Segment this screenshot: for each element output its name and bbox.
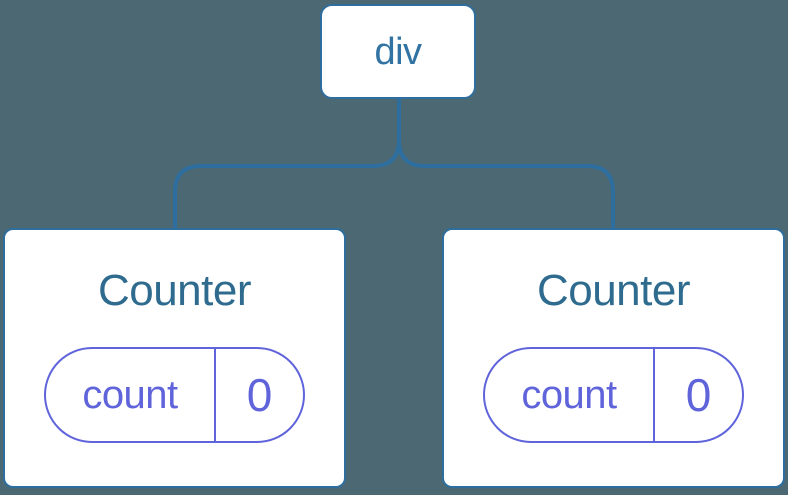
counter-node-left: Counter count 0 [3, 228, 346, 488]
connector-branch-left [173, 99, 401, 228]
state-value-cell: 0 [655, 349, 742, 441]
state-name: count [82, 372, 178, 417]
counter-title: Counter [97, 266, 252, 315]
root-node-div: div [320, 4, 476, 99]
counter-title: Counter [536, 266, 691, 315]
state-value-cell: 0 [216, 349, 303, 441]
state-value: 0 [246, 369, 273, 421]
counter-node-right: Counter count 0 [442, 228, 785, 488]
state-value: 0 [685, 369, 712, 421]
state-pill: count 0 [483, 347, 744, 443]
state-name-cell: count [485, 349, 655, 441]
connector-branch-right [397, 99, 615, 228]
root-node-label: div [374, 30, 422, 73]
state-name: count [521, 372, 617, 417]
state-name-cell: count [46, 349, 216, 441]
state-pill: count 0 [44, 347, 305, 443]
